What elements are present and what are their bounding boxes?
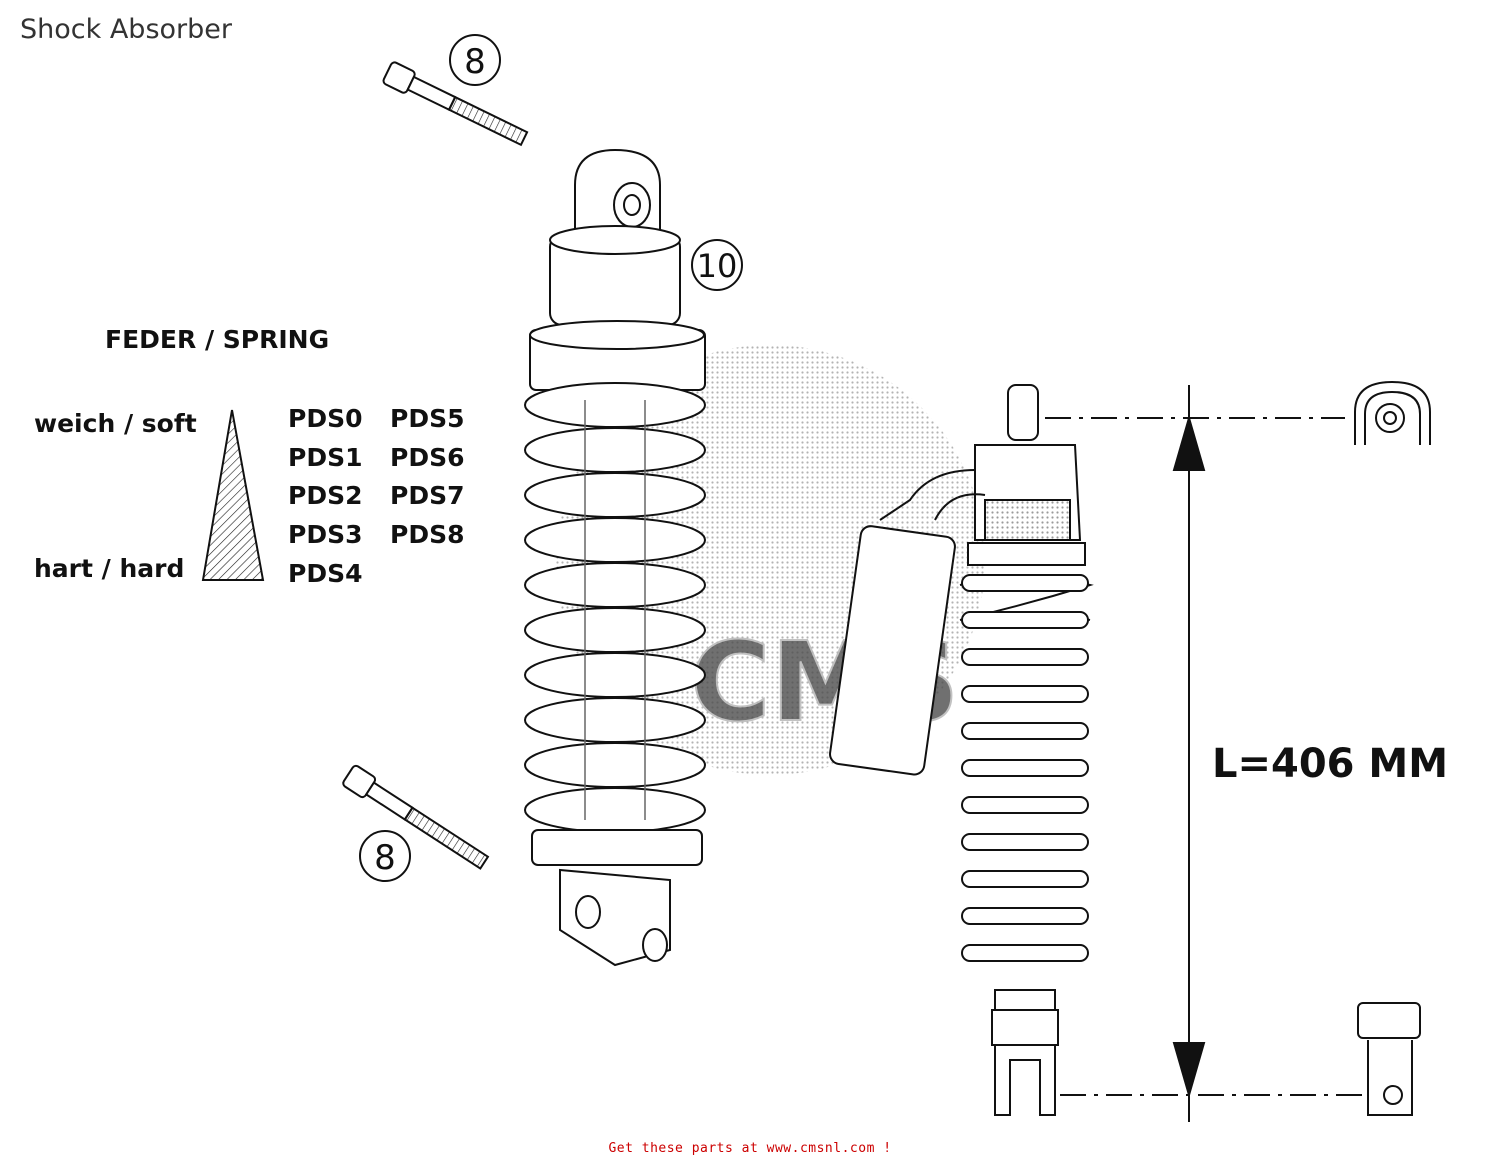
callout-8-top-number: 8: [464, 42, 486, 82]
spring-legend-heading: FEDER / SPRING: [105, 325, 329, 354]
spring-legend: FEDER / SPRING weich / soft hart / hard …: [34, 325, 464, 588]
bolt-bottom[interactable]: [342, 764, 491, 872]
spring-code: PDS3: [288, 520, 362, 549]
hard-label: hart / hard: [34, 554, 184, 583]
spring-code: PDS2: [288, 481, 362, 510]
footer: Get these parts at www.cmsnl.com !: [0, 1141, 1500, 1156]
callout-10[interactable]: 10: [691, 239, 743, 291]
shock-absorber-side-view: [829, 384, 1094, 1116]
spring-code: PDS7: [390, 481, 464, 510]
clevis-detail: [1357, 1002, 1421, 1116]
callout-8-bottom-number: 8: [374, 838, 396, 878]
spring-code: PDS6: [390, 443, 464, 472]
bolt-top[interactable]: [382, 61, 529, 149]
callout-8-bottom[interactable]: 8: [359, 830, 411, 882]
callout-8-top[interactable]: 8: [449, 34, 501, 86]
spring-code: PDS0: [288, 404, 362, 433]
length-dimension-label: L=406 MM: [1212, 741, 1448, 787]
spring-code: PDS1: [288, 443, 362, 472]
mount-eye-detail: [1354, 380, 1431, 445]
soft-label: weich / soft: [34, 409, 197, 438]
shock-absorber-main[interactable]: [524, 148, 706, 967]
spring-code: PDS4: [288, 559, 362, 588]
callout-10-number: 10: [697, 247, 738, 285]
spring-code: PDS5: [390, 404, 464, 433]
stiffness-wedge: [201, 409, 265, 581]
dimension-lines: [1045, 385, 1370, 1122]
page-title: Shock Absorber: [20, 14, 232, 45]
footer-link[interactable]: Get these parts at www.cmsnl.com !: [608, 1141, 892, 1156]
spring-code: PDS8: [390, 520, 464, 549]
